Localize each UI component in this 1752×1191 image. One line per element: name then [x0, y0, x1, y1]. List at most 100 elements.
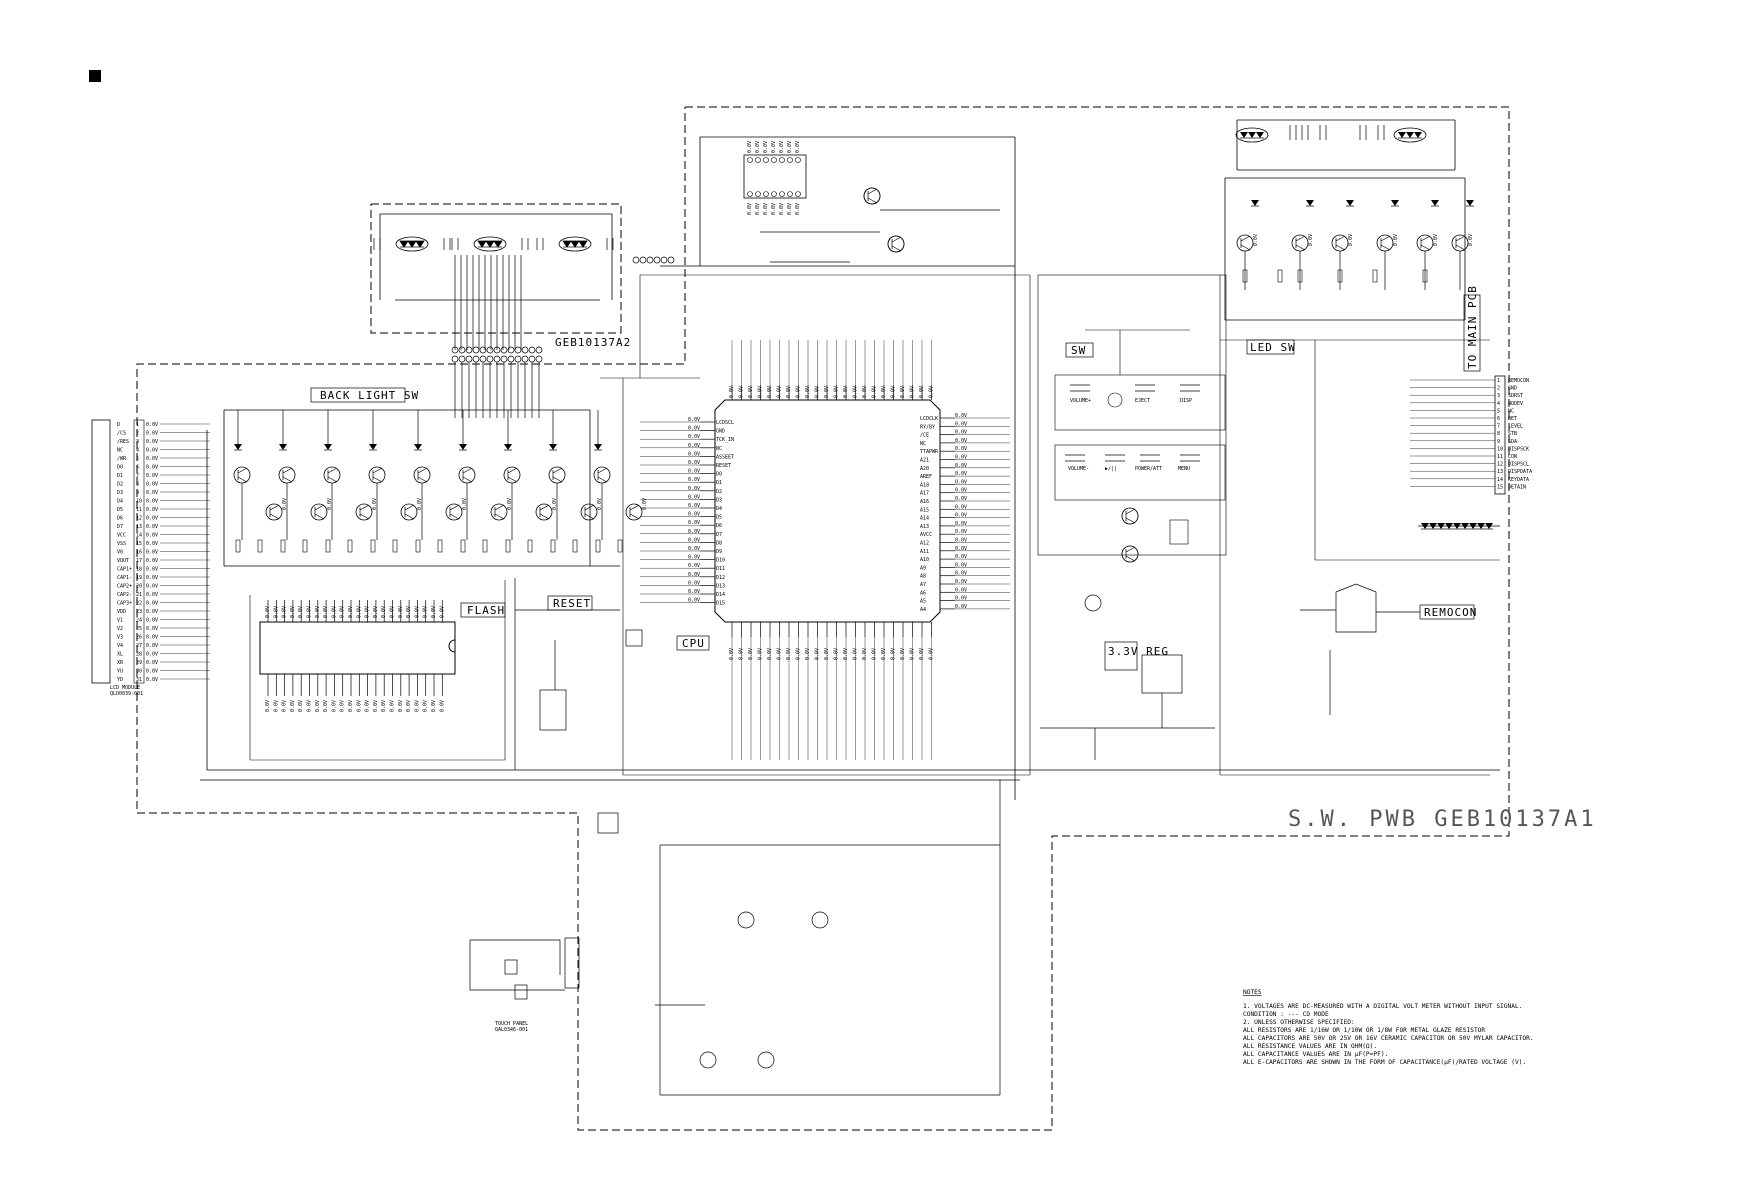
- voltage-label: 0.0V: [688, 477, 700, 483]
- voltage-label: 0.0V: [282, 498, 288, 510]
- transistor-collector: [629, 504, 640, 511]
- lcd-pin-label: NC: [117, 448, 123, 454]
- voltage-label: 0.0V: [688, 443, 700, 449]
- pin-number: 10: [1497, 446, 1503, 452]
- voltage-label: 0.0V: [955, 538, 967, 544]
- lcd-pin-label: D5: [117, 507, 123, 513]
- voltage-label: 0.0V: [1253, 234, 1259, 246]
- voltage-label: 0.0V: [348, 700, 354, 712]
- resistor: [280, 539, 286, 553]
- voltage-label: 0.0V: [805, 386, 811, 398]
- voltage-label: 0.0V: [373, 606, 379, 618]
- voltage-label: 0.0V: [146, 643, 158, 649]
- led-cluster-1: [395, 236, 429, 252]
- pin-number: 6: [136, 465, 139, 471]
- main-connector-pin-label: DISPSCL: [1508, 462, 1529, 468]
- voltage-label: 0.0V: [795, 203, 801, 215]
- top-ic-pins: 0.0V0.0V0.0V0.0V0.0V0.0V0.0V0.0V0.0V0.0V…: [747, 141, 905, 253]
- voltage-label: 0.0V: [771, 141, 777, 153]
- cpu-pin-label: AREF: [920, 474, 932, 480]
- voltage-label: 0.0V: [273, 606, 279, 618]
- voltage-label: 0.0V: [955, 413, 967, 419]
- resistor: [437, 539, 443, 553]
- resistor: [572, 539, 578, 553]
- voltage-label: 0.0V: [146, 448, 158, 454]
- voltage-label: 0.0V: [834, 648, 840, 660]
- cpu-pin-label: TCK_IN: [716, 437, 734, 443]
- voltage-label: 0.0V: [688, 451, 700, 457]
- connector-pin: [507, 346, 515, 354]
- resistor: [1297, 269, 1303, 283]
- lcd-pin-label: CAP2-: [117, 592, 132, 598]
- voltage-label: 0.0V: [431, 606, 437, 618]
- lcd-pin-label: VDD: [117, 609, 126, 615]
- lcd-pin-label: D0: [117, 465, 123, 471]
- reset-block: [514, 578, 643, 770]
- pin-number: 2: [1497, 386, 1500, 392]
- voltage-label: 0.0V: [815, 648, 821, 660]
- transistor-emitter: [1240, 244, 1251, 251]
- voltage-label: 0.0V: [767, 648, 773, 660]
- voltage-label: 0.0V: [1433, 234, 1439, 246]
- pin-number: 20: [136, 584, 142, 590]
- voltage-label: 0.0V: [872, 648, 878, 660]
- voltage-label: 0.0V: [919, 386, 925, 398]
- voltage-label: 0.0V: [955, 571, 967, 577]
- vol-leds: [1235, 125, 1427, 143]
- voltage-label: 0.0V: [439, 606, 445, 618]
- backlight-transistor: [233, 466, 251, 484]
- sw-label: SW: [1071, 344, 1086, 357]
- voltage-label: 0.0V: [955, 430, 967, 436]
- cpu-pin-label: A9: [920, 565, 926, 571]
- cpu-pin-label: D0: [716, 472, 722, 478]
- voltage-label: 0.0V: [315, 606, 321, 618]
- transistor-collector: [1380, 235, 1391, 242]
- main-connector-pin-label: LEVEL: [1508, 424, 1523, 430]
- connector-pin: [493, 355, 501, 363]
- voltage-label: 0.0V: [955, 488, 967, 494]
- transistor-emitter: [462, 476, 473, 483]
- resistor: [302, 539, 308, 553]
- voltage-label: 0.0V: [146, 677, 158, 683]
- voltage-label: 0.0V: [146, 439, 158, 445]
- lcd-pin-label: VOUT: [117, 558, 129, 564]
- voltage-label: 0.0V: [688, 512, 700, 518]
- voltage-label: 0.0V: [414, 606, 420, 618]
- backlight-transistor: [355, 503, 373, 521]
- voltage-label: 0.0V: [853, 648, 859, 660]
- notes-line-8: ALL E-CAPACITORS ARE SHOWN IN THE FORM O…: [1243, 1059, 1526, 1066]
- cpu-pin-label: D6: [716, 523, 722, 529]
- voltage-label: 0.0V: [398, 606, 404, 618]
- backlight-diode: [549, 444, 557, 450]
- voltage-label: 0.0V: [642, 498, 648, 510]
- ic-pin: [779, 157, 785, 163]
- notes-line-2: CONDITION : --- CD MODE: [1243, 1011, 1329, 1018]
- voltage-label: 0.0V: [815, 386, 821, 398]
- transistor-emitter: [629, 513, 640, 520]
- connector-pin: [458, 346, 466, 354]
- voltage-label: 0.0V: [298, 700, 304, 712]
- connector-pin: [521, 346, 529, 354]
- ic-pin: [771, 157, 777, 163]
- ic-pin: [755, 157, 761, 163]
- main-connector-body: [1494, 375, 1506, 495]
- voltage-label: 0.0V: [688, 546, 700, 552]
- backlight-transistor: [265, 503, 283, 521]
- cpu-pin-label: D10: [716, 558, 725, 564]
- voltage-label: 0.0V: [146, 516, 158, 522]
- backlight-transistor: [593, 466, 611, 484]
- voltage-label: 0.0V: [729, 648, 735, 660]
- cpu-left-pins: LCDSCL0.0VGND0.0VTCK_IN0.0VNC0.0VASSEET0…: [640, 417, 734, 607]
- led-icon: [562, 240, 572, 248]
- backlight-diode: [279, 444, 287, 450]
- voltage-label: 0.0V: [955, 604, 967, 610]
- voltage-label: 0.0V: [834, 386, 840, 398]
- backlight-transistor: [323, 466, 341, 484]
- sw-transistor-2: [1121, 545, 1139, 563]
- block-labels: BACK LIGHT SW FLASH RESET CPU SW LED SW …: [110, 285, 1594, 1033]
- voltage-label: 0.0V: [755, 141, 761, 153]
- cpu-pin-label: NC: [716, 446, 722, 452]
- resistor: [370, 539, 376, 553]
- voltage-label: 0.0V: [771, 203, 777, 215]
- voltage-label: 0.0V: [747, 203, 753, 215]
